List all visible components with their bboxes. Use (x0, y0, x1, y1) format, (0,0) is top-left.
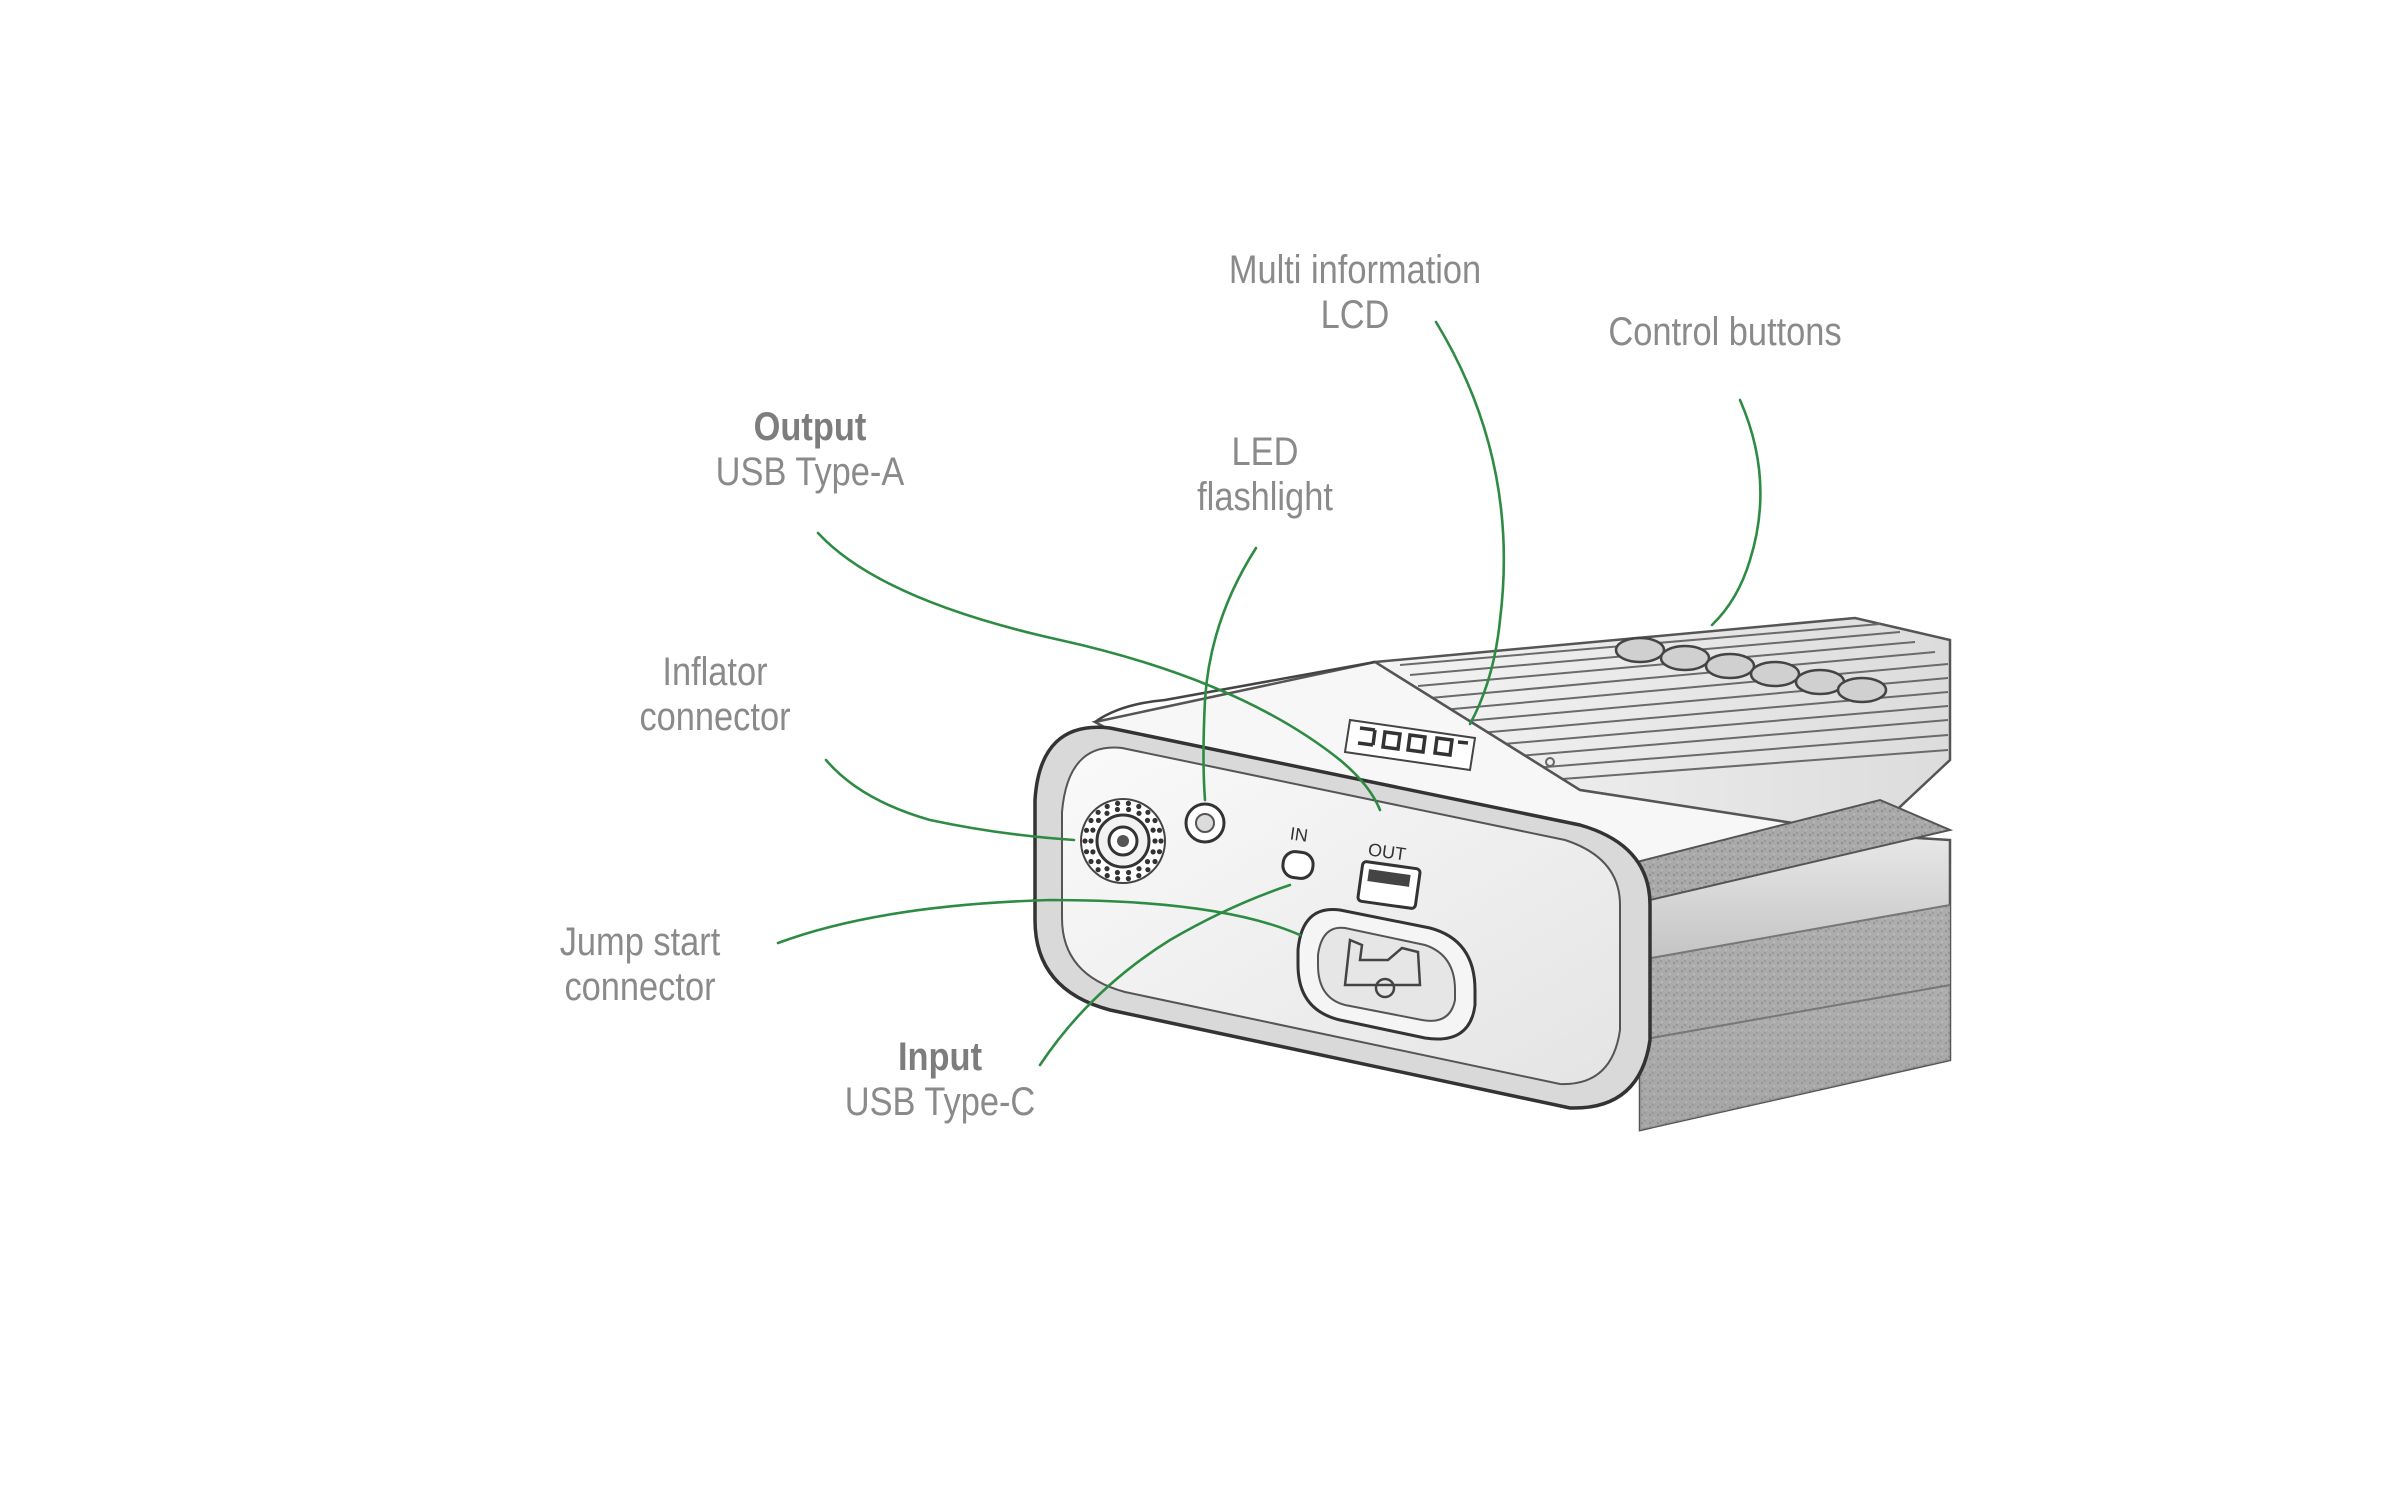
inflator-grille-dot (1082, 838, 1088, 844)
inflator-grille-dot (1095, 867, 1101, 873)
inflator-grille-dot (1156, 827, 1163, 833)
led-flashlight (1184, 802, 1226, 844)
lcd-display (1343, 718, 1555, 772)
callout-output: Output USB Type-A (681, 405, 939, 495)
inflator-grille-dot (1145, 867, 1151, 873)
inflator-grille-dot (1136, 866, 1142, 872)
inflator-grille-dot (1126, 806, 1132, 813)
inflator-grille-dot (1156, 849, 1163, 855)
leader-input (1038, 883, 1292, 1067)
callout-output-line: USB Type-A (715, 450, 905, 494)
inflator-grille-dot (1083, 849, 1090, 855)
inflator-connector-port (1080, 798, 1166, 884)
inflator-grille-dot (1104, 803, 1110, 810)
jump-start-connector (1296, 908, 1477, 1041)
callout-led: LED flashlight (1136, 430, 1394, 520)
inflator-grille-dot (1115, 800, 1121, 807)
callout-buttons-line1: Control buttons (1608, 310, 1842, 354)
inflator-grille-dot (1150, 849, 1156, 855)
inflator-grille-dot (1083, 827, 1090, 833)
callout-led-line2: flashlight (1197, 475, 1333, 519)
inflator-grille-dot (1088, 858, 1094, 865)
inflator-grille-dot (1126, 869, 1132, 876)
callout-lcd: Multi information LCD (1200, 248, 1510, 338)
callout-jump-line1: Jump start (559, 920, 721, 964)
callout-inflator-line2: connector (639, 695, 791, 739)
callout-jump-line2: connector (564, 965, 716, 1009)
control-button (1614, 636, 1666, 664)
usb-a-output-port: OUT (1356, 839, 1422, 910)
usb-c-input-port: IN (1281, 823, 1315, 880)
callout-lcd-line1: Multi information (1228, 248, 1482, 292)
inflator-grille-dot (1152, 817, 1158, 824)
inflator-grille-dot (1136, 810, 1142, 816)
inflator-grille-dot (1152, 838, 1158, 844)
control-button (1704, 652, 1756, 680)
inflator-grille-dot (1090, 849, 1096, 855)
control-button (1836, 676, 1888, 704)
inflator-grille-dot (1145, 809, 1151, 815)
inflator-grille-dot (1088, 817, 1094, 824)
inflator-grille-dot (1115, 876, 1121, 882)
leader-lines (776, 320, 1762, 1067)
callout-output-title: Output (753, 405, 867, 449)
callout-inflator-line1: Inflator (662, 650, 768, 694)
device-side-body (1623, 798, 1954, 1132)
inflator-grille-dot (1104, 873, 1110, 879)
control-buttons (1614, 636, 1888, 704)
callout-inflator: Inflator connector (586, 650, 844, 740)
leader-lcd (1434, 320, 1506, 726)
callout-input: Input USB Type-C (811, 1035, 1069, 1125)
inflator-grille-dot (1150, 827, 1156, 833)
callout-control-buttons: Control buttons (1579, 310, 1871, 355)
in-port-label: IN (1289, 823, 1310, 845)
inflator-grille-dot (1136, 803, 1142, 810)
callout-input-line: USB Type-C (844, 1080, 1036, 1124)
inflator-grille-dot (1095, 859, 1102, 865)
inflator-grille-dot (1104, 866, 1110, 872)
inflator-grille-dot (1095, 817, 1102, 824)
inflator-grille-dot (1152, 858, 1158, 865)
control-button (1749, 660, 1801, 688)
inflator-grille-dot (1158, 838, 1164, 844)
inflator-grille-dot (1114, 806, 1120, 813)
inflator-grille-dot (1088, 838, 1094, 844)
inflator-grille-dot (1104, 810, 1110, 816)
inflator-grille-dot (1144, 859, 1151, 865)
callout-jump-start: Jump start connector (511, 920, 769, 1010)
leader-buttons (1710, 398, 1762, 627)
leader-inflator (824, 758, 1076, 842)
leader-jump (776, 898, 1302, 945)
inflator-grille-dot (1144, 817, 1151, 824)
inflator-grille-dot (1090, 827, 1096, 833)
inflator-grille-dot (1114, 869, 1120, 876)
leader-output (816, 531, 1382, 812)
inflator-grille-dot (1136, 873, 1142, 879)
callout-lcd-line2: LCD (1320, 293, 1390, 337)
inflator-grille-dot (1125, 800, 1131, 807)
inflator-grille-dot (1125, 876, 1131, 882)
leader-led (1202, 546, 1258, 802)
inflator-grille-dot (1095, 809, 1101, 815)
callout-input-title: Input (897, 1035, 983, 1079)
control-button (1659, 644, 1711, 672)
callout-led-line1: LED (1231, 430, 1299, 474)
